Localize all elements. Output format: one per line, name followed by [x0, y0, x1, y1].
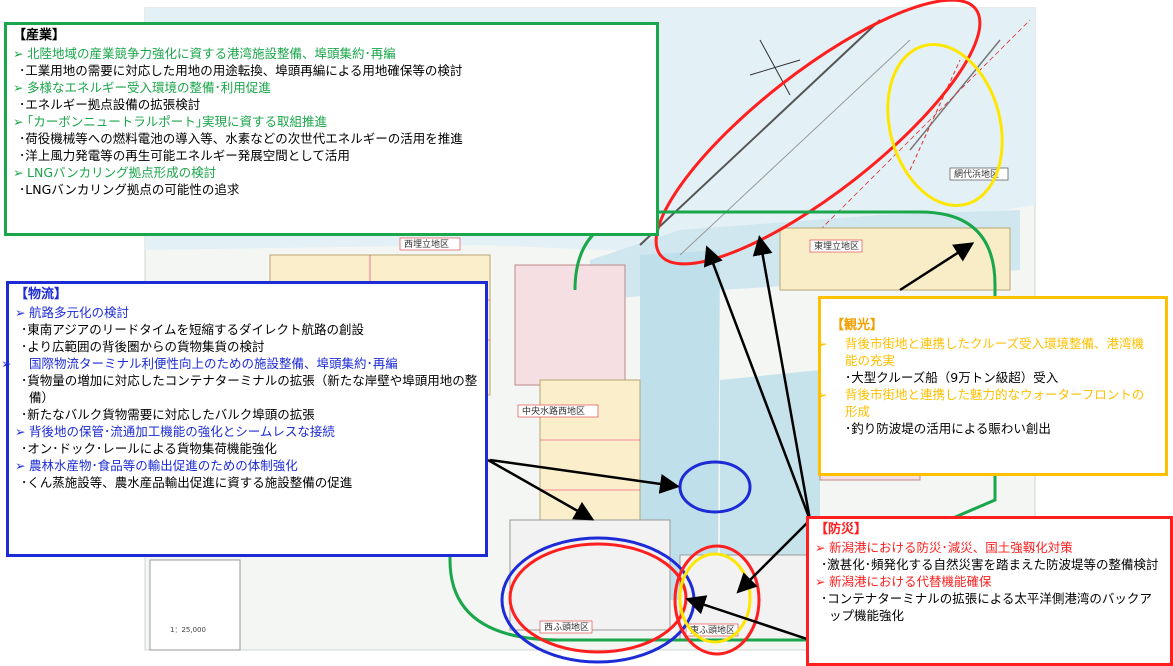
industry-subitem: ･荷役機械等への燃料電池の導入等、水素などの次世代エネルギーの活用を推進	[19, 131, 463, 146]
industry-item: ➢LNGバンカリング拠点形成の検討	[13, 165, 217, 180]
disaster-heading: 【防災】	[815, 522, 868, 537]
area-label: 西埋立地区	[404, 238, 449, 250]
map-scale: 1：25,000	[170, 626, 206, 634]
logistics-subitem: ･オン･ドック･レールによる貨物集荷機能強化	[21, 441, 277, 456]
logistics-item: ➢航路多元化の検討	[15, 305, 130, 320]
industry-subitem: ･工業用地の需要に対応した用地の用途転換、埠頭再編による用地確保等の検討	[19, 63, 463, 78]
industry-item: ➢北陸地域の産業競争力強化に資する港湾施設整備、埠頭集約･再編	[13, 46, 396, 61]
disaster-item: ➢新潟港における防災･減災、国土強靱化対策	[815, 540, 1073, 555]
disaster-item: ➢新潟港における代替機能確保	[815, 574, 992, 589]
logistics-subitem: ･貨物量の増加に対応したコンテナターミナルの拡張（新たな岸壁や埠頭用地の整備）	[21, 373, 478, 405]
area-label: 網代浜地区	[954, 168, 999, 180]
logistics-subitem: ･より広範囲の背後圏からの貨物集貨の検討	[21, 339, 265, 354]
disaster-subitem: ･激甚化･頻発化する自然災害を踏まえた防波堤等の整備検討	[821, 557, 1159, 572]
tourism-item: ➢背後市街地と連携した魅力的なウォーターフロントの形成	[817, 387, 1145, 419]
logistics-box: 【物流】 ➢航路多元化の検討 ･東南アジアのリードタイムを短縮するダイレクト航路…	[1, 281, 488, 557]
industry-subitem: ･LNGバンカリング拠点の可能性の追求	[19, 182, 240, 197]
industry-subitem: ･エネルギー拠点設備の拡張検討	[19, 97, 201, 112]
industry-heading: 【産業】	[13, 28, 66, 43]
logistics-heading: 【物流】	[15, 287, 68, 302]
logistics-item: ➢農林水産物･食品等の輸出促進のための体制強化	[15, 458, 298, 473]
disaster-subitem: ･コンテナターミナルの拡張による太平洋側港湾のバックアップ機能強化	[821, 591, 1152, 623]
area-label: 東埋立地区	[814, 240, 859, 252]
area-label: 西ふ頭地区	[544, 621, 589, 633]
logistics-subitem: ･くん蒸施設等、農水産品輸出促進に資する施設整備の促進	[21, 475, 353, 490]
logistics-subitem: ･東南アジアのリードタイムを短縮するダイレクト航路の創設	[21, 322, 365, 337]
tourism-subitem: ･釣り防波堤の活用による賑わい創出	[845, 421, 1051, 436]
logistics-item: ➢背後地の保管･流通加工機能の強化とシームレスな接続	[15, 424, 335, 439]
logistics-subitem: ･新たなバルク貨物需要に対応したバルク埠頭の拡張	[21, 407, 315, 422]
area-label: 中央水路西地区	[522, 405, 585, 417]
tourism-subitem: ･大型クルーズ船（9万トン級超）受入	[845, 370, 1059, 385]
logistics-item: ➢国際物流ターミナル利便性向上のための施設整備、埠頭集約･再編	[1, 356, 398, 371]
industry-item: ➢｢カーボンニュートラルポート｣実現に資する取組推進	[13, 114, 328, 129]
area-label: 東ふ頭地区	[690, 624, 735, 636]
tourism-box: 【観光】 ➢背後市街地と連携したクルーズ受入環境整備、港湾機能の充実 ･大型クル…	[817, 296, 1168, 476]
disaster-box: 【防災】 ➢新潟港における防災･減災、国土強靱化対策 ･激甚化･頻発化する自然災…	[806, 516, 1173, 666]
tourism-item: ➢背後市街地と連携したクルーズ受入環境整備、港湾機能の充実	[817, 336, 1145, 368]
tourism-heading: 【観光】	[831, 318, 884, 333]
industry-item: ➢多様なエネルギー受入環境の整備･利用促進	[13, 80, 271, 95]
industry-box: 【産業】 ➢北陸地域の産業競争力強化に資する港湾施設整備、埠頭集約･再編 ･工業…	[4, 22, 659, 236]
industry-subitem: ･洋上風力発電等の再生可能エネルギー発展空間として活用	[19, 148, 350, 163]
